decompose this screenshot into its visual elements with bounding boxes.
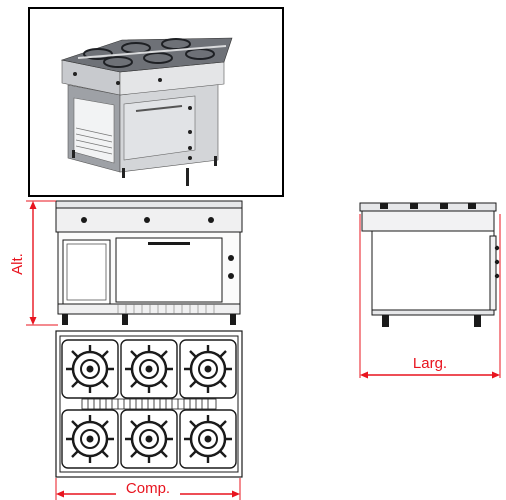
width-label: Comp. <box>126 480 170 497</box>
depth-label: Larg. <box>413 355 447 372</box>
product-render-frame <box>28 7 284 197</box>
burner <box>184 415 232 463</box>
height-label: Alt. <box>9 253 26 275</box>
burner <box>184 345 232 393</box>
height-dimension: Alt. <box>9 200 58 326</box>
burner <box>66 345 114 393</box>
width-dimension: Comp. <box>55 478 241 500</box>
top-view <box>55 330 243 478</box>
burner <box>66 415 114 463</box>
depth-dimension: Larg. <box>359 214 501 379</box>
front-elevation-view <box>55 200 243 325</box>
burner <box>125 415 173 463</box>
side-elevation-view <box>359 202 500 327</box>
burner <box>125 345 173 393</box>
